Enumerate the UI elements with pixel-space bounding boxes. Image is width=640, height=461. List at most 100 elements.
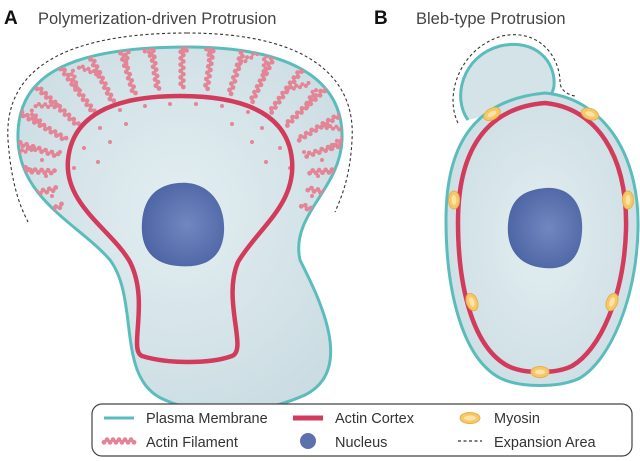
actin-bead bbox=[264, 60, 269, 65]
actin-bead bbox=[149, 58, 155, 63]
actin-bead bbox=[330, 118, 335, 124]
actin-bead bbox=[125, 65, 131, 71]
actin-bead bbox=[348, 187, 352, 191]
actin-bead bbox=[184, 47, 189, 49]
actin-bead bbox=[287, 80, 293, 86]
actin-bead bbox=[232, 68, 238, 74]
actin-bead bbox=[42, 170, 48, 176]
panel-b-letter: B bbox=[374, 8, 388, 29]
actin-bead bbox=[316, 167, 322, 173]
legend-actin-filament: Actin Filament bbox=[146, 435, 238, 451]
actin-bead bbox=[40, 187, 46, 193]
actin-bead bbox=[348, 177, 352, 181]
actin-bead bbox=[250, 99, 256, 105]
actin-bead bbox=[263, 72, 268, 77]
actin-bead bbox=[254, 84, 260, 89]
actin-bead bbox=[62, 108, 67, 113]
actin-bead bbox=[31, 144, 36, 149]
actin-bead bbox=[329, 142, 334, 148]
actin-bead bbox=[319, 146, 325, 152]
actin-bead bbox=[62, 67, 67, 73]
actin-bead bbox=[29, 190, 34, 195]
legend-myosin: Myosin bbox=[494, 411, 540, 427]
actin-bead bbox=[302, 202, 308, 208]
myosin-icon bbox=[622, 190, 634, 210]
actin-bead bbox=[131, 84, 137, 90]
actin-bead bbox=[335, 115, 341, 120]
actin-bead bbox=[314, 208, 320, 214]
actin-bead bbox=[232, 78, 238, 84]
actin-bead bbox=[296, 137, 302, 143]
actin-bead bbox=[38, 86, 44, 92]
actin-bead bbox=[59, 201, 64, 207]
actin-bead bbox=[36, 102, 42, 107]
actin-bead bbox=[213, 36, 218, 41]
myosin-highlight bbox=[609, 297, 615, 307]
actin-bead bbox=[26, 116, 32, 122]
actin-bead bbox=[178, 62, 184, 67]
actin-bead bbox=[331, 216, 337, 222]
actin-bead bbox=[311, 93, 316, 98]
actin-bead bbox=[133, 90, 138, 96]
actin-bead bbox=[66, 112, 72, 118]
actin-bead bbox=[316, 150, 322, 156]
actin-bead bbox=[125, 75, 131, 81]
actin-bead bbox=[23, 221, 29, 227]
actin-bead bbox=[340, 134, 343, 139]
actin-bead bbox=[53, 204, 59, 210]
actin-bead bbox=[180, 84, 186, 90]
actin-bead bbox=[337, 127, 342, 132]
actin-bead bbox=[325, 215, 330, 220]
actin-bead bbox=[17, 223, 19, 229]
panel-b-title: Bleb-type Protrusion bbox=[416, 10, 566, 28]
actin-bead bbox=[181, 40, 186, 45]
actin-bead bbox=[88, 70, 93, 75]
actin-bead bbox=[307, 170, 312, 176]
actin-bead bbox=[86, 47, 92, 53]
actin-bead bbox=[44, 189, 50, 195]
actin-bead bbox=[307, 95, 312, 100]
actin-bead bbox=[314, 124, 320, 130]
myosin-icon bbox=[483, 106, 501, 122]
actin-bead bbox=[84, 102, 90, 108]
actin-bead bbox=[261, 63, 266, 68]
actin-bead bbox=[274, 47, 280, 50]
actin-bead bbox=[302, 134, 308, 140]
actin-bead bbox=[234, 72, 240, 78]
actin-bead bbox=[303, 83, 308, 88]
actin-bead bbox=[325, 213, 331, 219]
actin-bead bbox=[313, 148, 318, 154]
actin-bead bbox=[321, 214, 327, 220]
actin-monomer bbox=[302, 150, 306, 154]
actin-bead bbox=[330, 192, 335, 197]
actin-bead bbox=[123, 52, 128, 57]
actin-bead bbox=[180, 65, 186, 71]
actin-cortex-a bbox=[65, 93, 295, 365]
actin-bead bbox=[243, 59, 248, 64]
actin-bead bbox=[302, 64, 308, 69]
actin-bead bbox=[311, 189, 317, 194]
actin-bead bbox=[152, 77, 158, 82]
actin-bead bbox=[343, 222, 348, 227]
actin-bead bbox=[349, 166, 354, 171]
actin-bead bbox=[38, 118, 43, 123]
actin-bead bbox=[180, 53, 185, 58]
actin-bead bbox=[86, 66, 91, 71]
expansion-area-a-right bbox=[186, 32, 353, 213]
actin-bead bbox=[327, 217, 333, 223]
actin-bead bbox=[36, 145, 42, 151]
actin-bead bbox=[35, 170, 41, 175]
actin-bead bbox=[6, 198, 11, 203]
actin-bead bbox=[208, 61, 214, 67]
actin-bead bbox=[178, 37, 183, 42]
actin-bead bbox=[339, 169, 343, 175]
actin-bead bbox=[249, 55, 254, 60]
actin-bead bbox=[304, 100, 309, 105]
actin-bead bbox=[335, 228, 340, 233]
actin-bead bbox=[310, 152, 316, 157]
actin-monomer bbox=[194, 102, 198, 106]
actin-bead bbox=[127, 82, 133, 87]
actin-bead bbox=[350, 184, 354, 188]
actin-bead bbox=[55, 102, 60, 108]
actin-bead bbox=[181, 33, 186, 38]
